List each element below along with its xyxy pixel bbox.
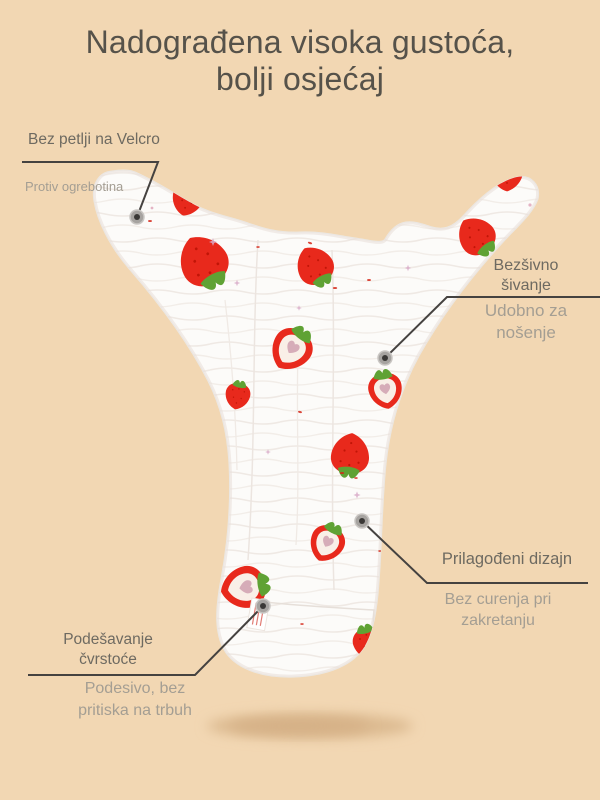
annotation-sublabel-velcro: Protiv ogrebotina xyxy=(25,179,124,194)
annotation-label-velcro: Bez petlji na Velcro xyxy=(28,131,160,148)
annotation-sublabel-adjust: Podesivo, bez pritiska na trbuh xyxy=(78,680,192,719)
leader-line-seamless xyxy=(384,296,600,359)
annotation-label-seamless: Bezšivno šivanje xyxy=(493,257,559,294)
marker-dot-seamless xyxy=(377,350,393,366)
annotation-label-adjust: Podešavanje čvrstoće xyxy=(63,631,153,668)
leader-line-design xyxy=(361,520,588,584)
leader-line-adjust xyxy=(28,605,264,676)
marker-dot-design xyxy=(354,513,370,529)
annotation-sublabel-design: Bez curenja pri zakretanju xyxy=(444,591,552,629)
marker-dot-adjust xyxy=(255,598,271,614)
title-line-2: bolji osjećaj xyxy=(215,61,385,97)
page-title: Nadograđena visoka gustoća,bolji osjećaj xyxy=(0,0,600,98)
marker-dot-velcro xyxy=(129,209,145,225)
title-line-1: Nadograđena visoka gustoća, xyxy=(85,24,515,60)
annotation-label-design: Prilagođeni dizajn xyxy=(441,550,573,568)
leader-line-velcro xyxy=(22,161,160,218)
annotation-sublabel-seamless: Udobno za nošenje xyxy=(484,301,568,342)
